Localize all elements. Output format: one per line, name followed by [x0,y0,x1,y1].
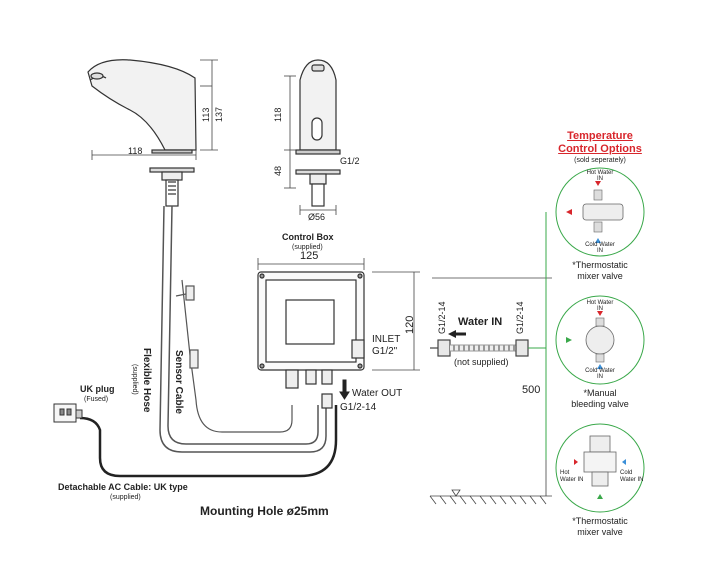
option-1-top2: IN [597,176,603,182]
mounting-hole-label: Mounting Hole ø25mm [200,504,329,518]
uk-plug-drawing [53,403,83,423]
option-3-left: Hot Water IN [560,470,584,483]
sensor-cable-label: Sensor Cable [173,350,184,414]
water-in-note: (not supplied) [454,357,509,367]
option-1-caption-line1: *Thermostatic [572,260,628,270]
uk-plug-label: UK plug [80,384,115,394]
ac-cable-drawing [79,405,338,478]
control-box-width-dim: 125 [300,250,319,262]
faucet-side-dim-b: 48 [273,165,283,176]
faucet-thread: G1/2 [340,156,360,166]
temperature-title-line1: Temperature [567,130,633,142]
water-out-label: Water OUT [352,388,403,399]
temperature-title-line2: Control Options [558,143,642,155]
ac-cable-label: Detachable AC Cable: UK type [58,482,188,492]
control-box-dimensions [257,258,420,371]
control-box-height-dim: 120 [404,315,416,334]
flexible-hose-note: (supplied) [131,364,138,395]
option-3-right: Cold Water IN [620,470,644,483]
temperature-option-1-circle [555,167,645,257]
water-in-label: Water IN [458,316,503,328]
option-3-caption-line2: mixer valve [577,527,623,537]
faucet-side-dimensions [284,75,337,215]
option-1-bottom: Cold Water [585,242,615,248]
flexible-hose-drawing [159,205,327,453]
faucet-side-view [295,59,341,207]
water-in-thread-right: G1/2-14 [515,301,525,334]
control-box-drawing [257,271,365,409]
faucet-width-dim: 118 [128,146,143,156]
inlet-thread: G1/2" [372,346,398,357]
temperature-green-connector [528,212,547,460]
temperature-option-2-circle [555,295,645,385]
water-in-arrow [448,330,466,338]
inlet-label: INLET [372,334,401,345]
faucet-front-view [87,59,197,207]
flexible-hose-label: Flexible Hose [141,348,152,413]
option-2-bottom2: IN [597,374,603,380]
control-box-subtitle: (supplied) [292,244,323,251]
faucet-side-dim-a: 118 [273,107,283,122]
water-in-height-dim: 500 [522,384,541,396]
water-in-hose-drawing [430,339,529,357]
option-2-bottom: Cold Water [585,368,615,374]
option-1-caption-line2: mixer valve [577,271,623,281]
sensor-cable-drawing [175,279,293,433]
faucet-height-dim-b: 137 [214,106,224,122]
uk-plug-note: (Fused) [84,396,109,403]
temperature-note: (sold seperately) [574,157,626,164]
control-box-title: Control Box [282,232,334,242]
water-out-arrow [339,379,350,400]
option-2-top: Hot Water [586,300,614,306]
option-2-top2: IN [597,306,603,312]
option-3-caption-line1: *Thermostatic [572,516,628,526]
option-1-bottom2: IN [597,248,603,254]
faucet-diameter: Ø56 [308,212,326,222]
water-out-thread: G1/2-14 [340,402,377,413]
option-2-caption-line2: bleeding valve [571,399,629,409]
option-2-caption-line1: *Manual [583,388,617,398]
faucet-front-dimensions [91,59,218,160]
water-in-thread-left: G1/2-14 [437,301,447,334]
option-1-top: Hot Water [586,170,614,176]
ac-cable-note: (supplied) [110,494,141,501]
faucet-height-dim-a: 113 [201,107,211,122]
temperature-option-3-circle [555,423,645,513]
